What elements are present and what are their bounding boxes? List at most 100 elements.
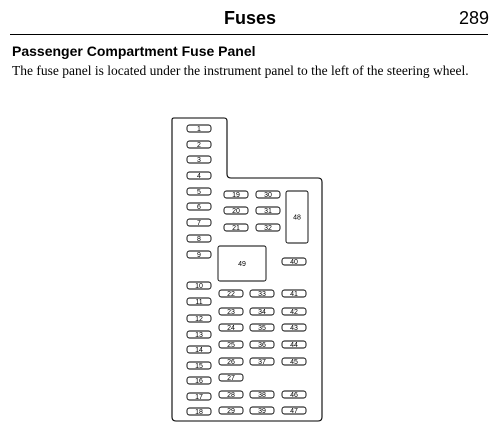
fuse-label: 32 xyxy=(264,225,272,232)
fuse-35: 35 xyxy=(249,323,275,332)
fuse-label: 42 xyxy=(290,309,298,316)
relay-label: 49 xyxy=(238,261,246,268)
fuse-label: 15 xyxy=(195,363,203,370)
fuse-label: 25 xyxy=(227,342,235,349)
fuse-label: 45 xyxy=(290,359,298,366)
fuse-label: 9 xyxy=(197,252,201,259)
fuse-40: 40 xyxy=(281,257,307,266)
fuse-26: 26 xyxy=(218,357,244,366)
page-number: 289 xyxy=(458,8,489,28)
fuse-29: 29 xyxy=(218,406,244,415)
fuse-30: 30 xyxy=(255,190,281,199)
fuse-12: 12 xyxy=(186,314,212,323)
fuse-27: 27 xyxy=(218,373,244,382)
fuse-46: 46 xyxy=(281,390,307,399)
relay-49: 49 xyxy=(217,245,267,282)
fuse-panel-outline xyxy=(171,117,323,422)
fuse-label: 46 xyxy=(290,392,298,399)
fuse-label: 2 xyxy=(197,142,201,149)
fuse-17: 17 xyxy=(186,392,212,401)
fuse-label: 5 xyxy=(197,189,201,196)
fuse-label: 4 xyxy=(197,173,201,180)
fuse-42: 42 xyxy=(281,307,307,316)
fuse-44: 44 xyxy=(281,340,307,349)
fuse-18: 18 xyxy=(186,407,212,416)
fuse-43: 43 xyxy=(281,323,307,332)
fuse-11: 11 xyxy=(186,297,212,306)
fuse-label: 21 xyxy=(232,225,240,232)
relay-48: 48 xyxy=(285,190,309,244)
fuse-label: 38 xyxy=(258,392,266,399)
fuse-label: 22 xyxy=(227,291,235,298)
fuse-label: 7 xyxy=(197,220,201,227)
fuse-label: 30 xyxy=(264,192,272,199)
fuse-23: 23 xyxy=(218,307,244,316)
fuse-label: 43 xyxy=(290,325,298,332)
fuse-4: 4 xyxy=(186,171,212,180)
fuse-15: 15 xyxy=(186,361,212,370)
fuse-label: 11 xyxy=(195,299,202,306)
fuse-5: 5 xyxy=(186,187,212,196)
fuse-label: 3 xyxy=(197,157,201,164)
fuse-label: 39 xyxy=(258,408,266,415)
fuse-label: 41 xyxy=(290,291,298,298)
fuse-47: 47 xyxy=(281,406,307,415)
fuse-label: 8 xyxy=(197,236,201,243)
section-heading: Passenger Compartment Fuse Panel xyxy=(12,43,256,59)
fuse-label: 13 xyxy=(195,332,203,339)
relay-label: 48 xyxy=(293,215,301,222)
fuse-label: 17 xyxy=(195,394,203,401)
fuse-32: 32 xyxy=(255,223,281,232)
fuse-label: 10 xyxy=(195,283,203,290)
fuse-label: 47 xyxy=(290,408,298,415)
fuse-39: 39 xyxy=(249,406,275,415)
fuse-14: 14 xyxy=(186,345,212,354)
fuse-1: 1 xyxy=(186,124,212,133)
fuse-16: 16 xyxy=(186,376,212,385)
fuse-8: 8 xyxy=(186,234,212,243)
fuse-label: 14 xyxy=(195,347,203,354)
fuse-3: 3 xyxy=(186,155,212,164)
fuse-10: 10 xyxy=(186,281,212,290)
fuse-34: 34 xyxy=(249,307,275,316)
fuse-37: 37 xyxy=(249,357,275,366)
fuse-label: 35 xyxy=(258,325,266,332)
fuse-28: 28 xyxy=(218,390,244,399)
fuse-13: 13 xyxy=(186,330,212,339)
fuse-45: 45 xyxy=(281,357,307,366)
fuse-33: 33 xyxy=(249,289,275,298)
fuse-label: 1 xyxy=(197,126,201,133)
fuse-label: 33 xyxy=(258,291,266,298)
fuse-label: 12 xyxy=(195,316,203,323)
fuse-label: 31 xyxy=(264,208,272,215)
fuse-24: 24 xyxy=(218,323,244,332)
fuse-19: 19 xyxy=(223,190,249,199)
fuse-21: 21 xyxy=(223,223,249,232)
fuse-label: 19 xyxy=(232,192,240,199)
fuse-label: 18 xyxy=(195,409,203,416)
page-header-title: Fuses xyxy=(223,8,277,28)
fuse-22: 22 xyxy=(218,289,244,298)
fuse-label: 34 xyxy=(258,309,266,316)
fuse-38: 38 xyxy=(249,390,275,399)
fuse-2: 2 xyxy=(186,140,212,149)
fuse-label: 36 xyxy=(258,342,266,349)
fuse-label: 20 xyxy=(232,208,240,215)
fuse-41: 41 xyxy=(281,289,307,298)
fuse-label: 24 xyxy=(227,325,235,332)
header-rule xyxy=(10,34,488,35)
fuse-label: 29 xyxy=(227,408,235,415)
fuse-7: 7 xyxy=(186,218,212,227)
fuse-label: 37 xyxy=(258,359,266,366)
fuse-9: 9 xyxy=(186,250,212,259)
fuse-label: 26 xyxy=(227,359,235,366)
fuse-label: 27 xyxy=(227,375,235,382)
fuse-label: 16 xyxy=(195,378,203,385)
fuse-25: 25 xyxy=(218,340,244,349)
fuse-label: 28 xyxy=(227,392,235,399)
fuse-label: 40 xyxy=(290,259,298,266)
section-body-text: The fuse panel is located under the inst… xyxy=(12,63,469,78)
fuse-6: 6 xyxy=(186,202,212,211)
fuse-31: 31 xyxy=(255,206,281,215)
